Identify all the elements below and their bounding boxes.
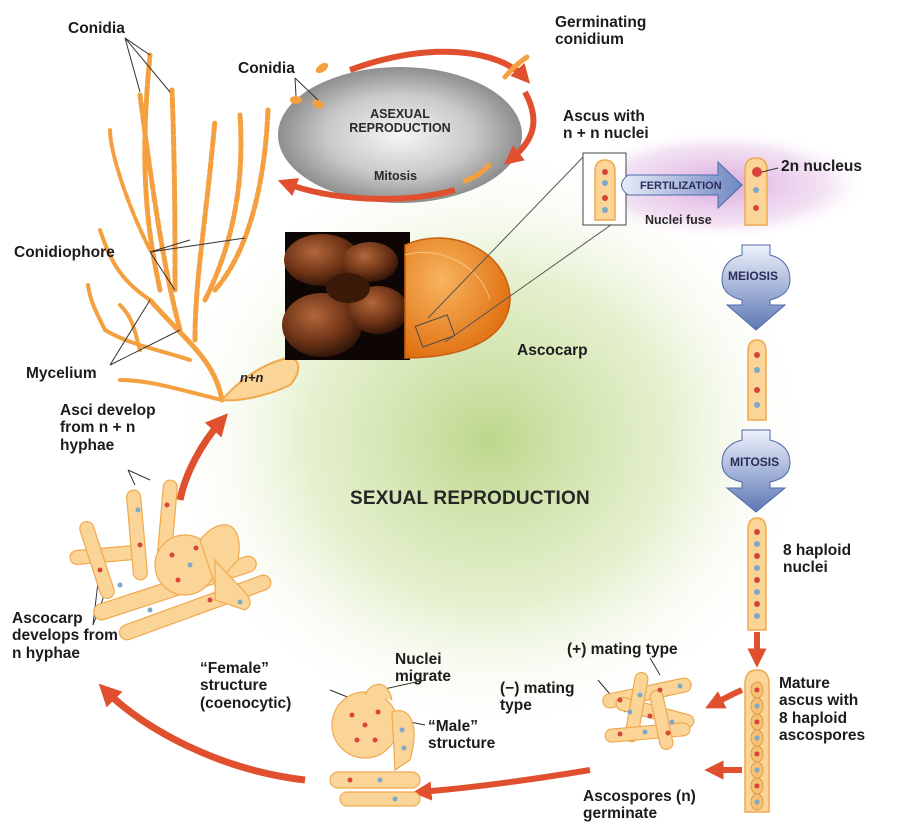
label-mycelium: Mycelium — [26, 365, 97, 382]
label-8-haploid-nuclei: 8 haploidnuclei — [783, 542, 851, 577]
arrow-to-female-male — [420, 770, 590, 792]
label-nuclei-migrate: Nucleimigrate — [395, 651, 451, 686]
label-nuclei-fuse: Nuclei fuse — [645, 213, 712, 227]
label-conidia-mid: Conidia — [238, 60, 295, 77]
label-ascospores-germinate: Ascospores (n)germinate — [583, 788, 696, 823]
label-conidiophore: Conidiophore — [14, 244, 115, 261]
label-sexual-reproduction: SEXUAL REPRODUCTION — [350, 488, 590, 509]
label-ascus-with-nuclei: Ascus withn + n nuclei — [563, 108, 649, 143]
label-ascocarp-develops: Ascocarpdevelops fromn hyphae — [12, 610, 118, 662]
label-fertilization: FERTILIZATION — [640, 180, 722, 192]
mature-ascus-icon — [745, 670, 769, 812]
mushroom-photo-icon — [282, 232, 410, 360]
label-male-structure: “Male”structure — [428, 718, 495, 753]
label-meiosis: MEIOSIS — [728, 270, 778, 283]
label-asexual-reproduction: ASEXUALREPRODUCTION — [340, 107, 460, 135]
label-mitosis-small: Mitosis — [374, 169, 417, 183]
ascus-4-nuclei-icon — [748, 340, 766, 420]
label-germinating: Germinatingconidium — [555, 14, 646, 49]
label-conidia-top: Conidia — [68, 20, 125, 37]
label-mature-ascus: Matureascus with8 haploidascospores — [779, 675, 865, 744]
arrow-ascospores-to-mating — [712, 690, 742, 705]
label-female-structure: “Female”structure(coenocytic) — [200, 660, 291, 712]
label-mitosis-big: MITOSIS — [730, 456, 779, 469]
label-asci-develop: Asci developfrom n + nhyphae — [60, 402, 156, 454]
label-ascocarp: Ascocarp — [517, 342, 588, 359]
label-n-plus-n: n+n — [240, 371, 263, 386]
label-minus-mating-type: (−) matingtype — [500, 680, 575, 715]
ascus-icon — [583, 153, 626, 225]
label-plus-mating-type: (+) mating type — [567, 641, 678, 658]
label-2n-nucleus: 2n nucleus — [781, 158, 862, 175]
ascus-8-nuclei-icon — [748, 518, 766, 630]
